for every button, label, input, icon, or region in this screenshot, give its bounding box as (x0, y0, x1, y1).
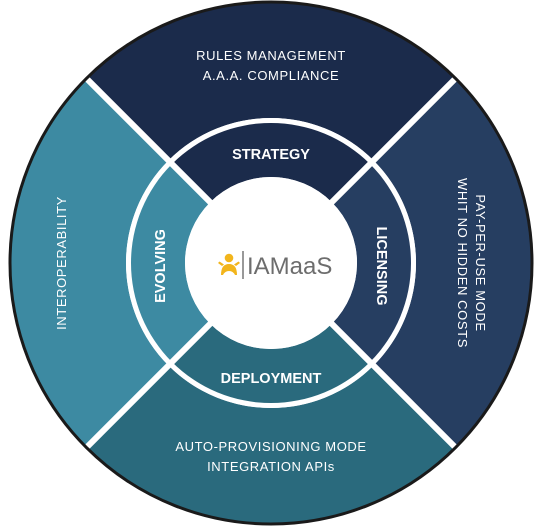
outer-top-label-line1: RULES MANAGEMENT (196, 48, 346, 63)
inner-top-label: STRATEGY (232, 147, 310, 163)
outer-right-label-line2: WHIT NO HIDDEN COSTS (455, 178, 470, 348)
outer-segment-right (373, 79, 532, 447)
quadrant-divider (85, 77, 214, 206)
brand-name: IAMaaS (247, 253, 332, 280)
inner-segment-left (131, 164, 211, 362)
outer-bottom-label-line2: INTEGRATION APIs (207, 459, 335, 474)
center-hub (185, 177, 357, 349)
outer-left-label: INTEROPERABILITY (54, 196, 69, 330)
outer-ring (10, 3, 532, 523)
quadrant-dividers (85, 77, 457, 449)
outer-segment-top (87, 3, 455, 161)
outer-segment-left (10, 79, 169, 447)
outer-segment-bottom (87, 365, 455, 523)
outer-top-label-line2: A.A.A. COMPLIANCE (203, 68, 340, 83)
outer-labels: RULES MANAGEMENT A.A.A. COMPLIANCE AUTO-… (54, 48, 488, 474)
inner-labels: STRATEGY DEPLOYMENT EVOLVING LICENSING (153, 147, 389, 387)
inner-ring (131, 123, 411, 403)
inner-segment-top (172, 123, 370, 203)
inner-right-label: LICENSING (373, 227, 389, 306)
person-icon (218, 253, 240, 275)
quadrant-divider (85, 320, 214, 449)
inner-segment-right (331, 164, 411, 362)
inner-bottom-label: DEPLOYMENT (221, 371, 322, 387)
outer-bottom-label-line1: AUTO-PROVISIONING MODE (175, 439, 366, 454)
brand-logo: IAMaaS (218, 251, 332, 280)
quadrant-divider (328, 77, 457, 206)
quadrant-divider (328, 320, 457, 449)
inner-segment-bottom (172, 323, 370, 403)
outer-rim (8, 0, 534, 526)
inner-left-label: EVOLVING (153, 229, 169, 303)
outer-right-label-line1: PAY-PER-USE MODE (473, 194, 488, 331)
